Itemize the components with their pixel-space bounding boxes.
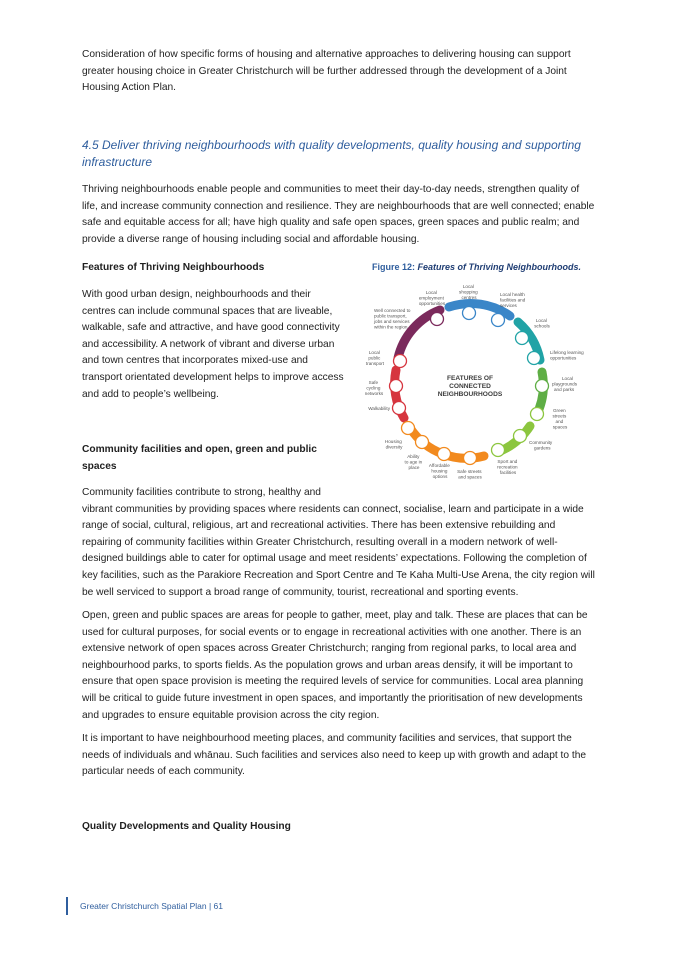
community-heading: Community facilities and open, green and… [82, 444, 317, 472]
features-paragraph: With good urban design, neighbourhoods a… [82, 289, 344, 400]
transport-icon [392, 353, 408, 369]
label-affordable-housing: Affordable housing options [429, 463, 451, 479]
diagram-center-line-1: FEATURES OF [447, 375, 493, 382]
features-diagram: FEATURES OF CONNECTED NEIGHBOURHOODS Loc… [365, 284, 585, 480]
diagram-center-line-2: CONNECTED [449, 383, 491, 390]
label-community-gardens: Community gardens [529, 440, 554, 451]
community-paragraph-first-line: Community facilities contribute to stron… [82, 487, 321, 498]
label-green-streets: Green streets and spaces [552, 408, 568, 430]
walkability-icon [391, 400, 407, 416]
label-shopping: Local shopping centres [459, 284, 479, 300]
affordable-housing-icon [436, 446, 452, 462]
ring-segment-blue [444, 299, 515, 321]
intro-paragraph: Consideration of how specific forms of h… [82, 49, 571, 94]
sport-icon [490, 442, 506, 458]
lifelong-learning-icon [526, 350, 542, 366]
figure-caption-label: Figure 12: [372, 262, 416, 272]
label-walkability: Walkability [368, 406, 390, 411]
figure-caption: Figure 12: Features of Thriving Neighbou… [372, 262, 581, 272]
label-cycling: Safe cycling networks [365, 380, 384, 396]
age-in-place-icon [414, 434, 430, 450]
label-housing-diversity: Housing diversity [385, 439, 403, 450]
label-age-in-place: Ability to age in place [405, 454, 424, 470]
housing-diversity-icon [400, 420, 416, 436]
section-intro-paragraph: Thriving neighbourhoods enable people an… [82, 184, 595, 245]
employment-icon [429, 311, 445, 327]
safe-streets-icon [462, 450, 478, 466]
green-spaces-icon [529, 406, 545, 422]
schools-icon [514, 330, 530, 346]
label-sport: Sport and recreation facilities [497, 459, 519, 475]
section-heading: 4.5 Deliver thriving neighbourhoods with… [82, 138, 581, 169]
quality-heading: Quality Developments and Quality Housing [82, 821, 291, 832]
label-well-connected: Well connected to public transport, jobs… [373, 308, 412, 330]
meeting-places-paragraph: It is important to have neighbourhood me… [82, 733, 587, 778]
label-safe-streets: Safe streets and spaces [457, 469, 483, 480]
label-schools: Local schools [534, 318, 550, 329]
diagram-center-line-3: NEIGHBOURHOODS [438, 391, 503, 398]
label-health: Local health facilities and services [500, 292, 527, 308]
health-icon [490, 312, 506, 328]
label-employment: Local employment opportunities [419, 290, 446, 306]
figure-caption-title: Features of Thriving Neighbourhoods. [417, 262, 582, 272]
shopping-icon [461, 305, 477, 321]
features-heading: Features of Thriving Neighbourhoods [82, 262, 265, 273]
cycling-icon [388, 378, 404, 394]
label-transport: Local public transport [366, 350, 385, 366]
page-footer: Greater Christchurch Spatial Plan | 61 [66, 897, 223, 915]
community-gardens-icon [512, 428, 528, 444]
community-paragraph: vibrant communities by providing spaces … [82, 503, 595, 598]
label-lifelong-learning: Lifelong learning opportunities [550, 350, 585, 361]
open-spaces-paragraph: Open, green and public spaces are areas … [82, 610, 588, 721]
playground-icon [534, 378, 550, 394]
label-playgrounds: Local playgrounds and parks [552, 376, 578, 392]
